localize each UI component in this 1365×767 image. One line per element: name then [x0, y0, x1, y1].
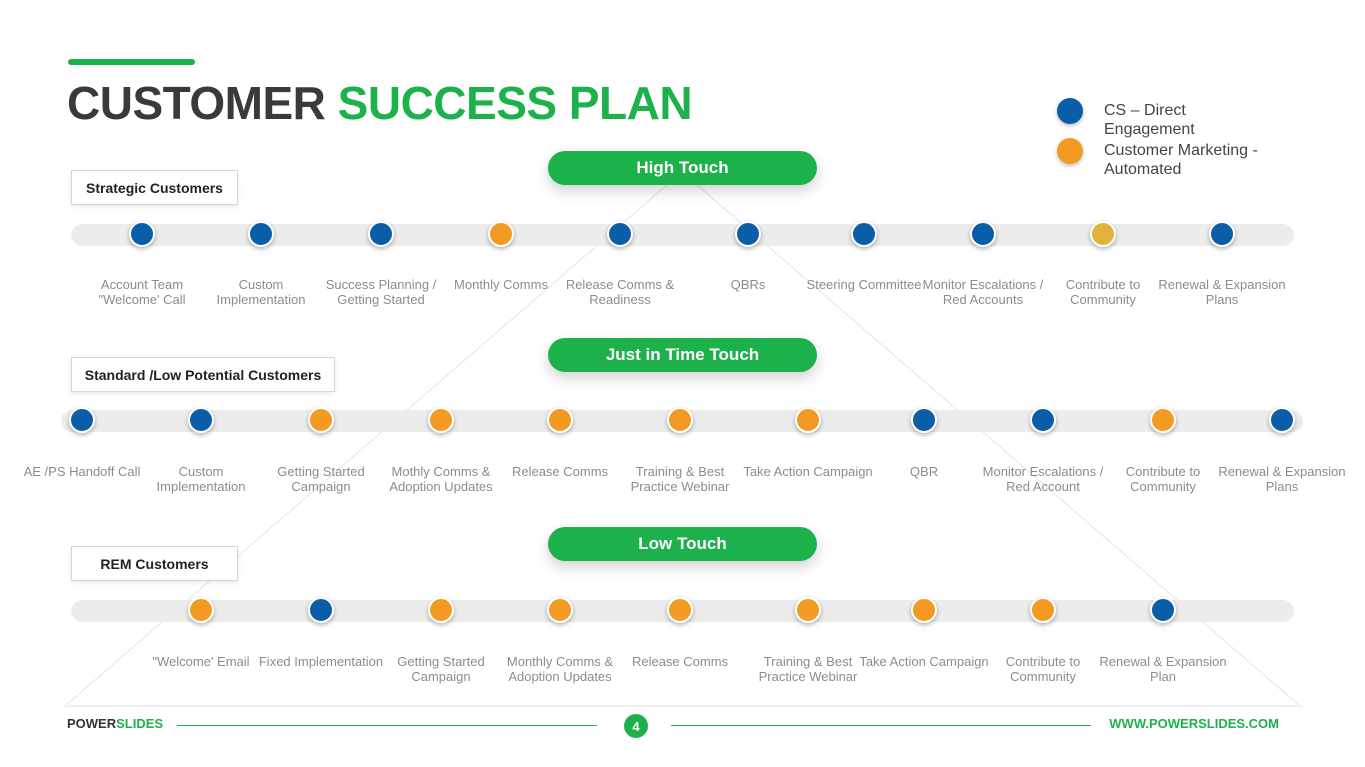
step-label: Renewal & Expansion Plans	[1218, 464, 1346, 494]
step-dot-direct	[911, 407, 937, 433]
footer-url[interactable]: WWW.POWERSLIDES.COM	[1109, 716, 1279, 731]
step-label: Custom Implementation	[216, 277, 306, 307]
step-dot-community	[1090, 221, 1116, 247]
title-accent-bar	[68, 59, 195, 65]
step-label: Contribute to Community	[1005, 654, 1081, 684]
legend-label: CS – Direct Engagement	[1104, 102, 1195, 138]
step-dot-direct	[248, 221, 274, 247]
step-label: Fixed Implementation	[258, 654, 384, 669]
footer-brand: POWERSLIDES	[67, 716, 163, 731]
step-label: Steering Committee	[806, 277, 922, 292]
step-label: QBRs	[730, 277, 766, 292]
step-label: Release Comms	[631, 654, 729, 669]
step-dot-automated	[488, 221, 514, 247]
step-dot-automated	[667, 597, 693, 623]
section-label-rem: REM Customers	[71, 546, 238, 581]
touch-pill-high: High Touch	[548, 151, 817, 185]
step-label: Monthly Comms	[454, 277, 548, 292]
step-label: Getting Started Campaign	[277, 464, 365, 494]
step-label: Monitor Escalations / Red Account	[982, 464, 1104, 494]
page-number: 4	[624, 714, 648, 738]
step-dot-direct	[851, 221, 877, 247]
blue-dot-icon	[1057, 98, 1083, 124]
step-dot-automated	[911, 597, 937, 623]
step-dot-automated	[795, 597, 821, 623]
step-dot-automated	[547, 407, 573, 433]
step-label: Custom Implementation	[156, 464, 246, 494]
step-dot-direct	[1030, 407, 1056, 433]
step-dot-automated	[547, 597, 573, 623]
step-label: AE /PS Handoff Call	[23, 464, 141, 479]
step-dot-direct	[129, 221, 155, 247]
step-dot-direct	[970, 221, 996, 247]
title-part-1: CUSTOMER	[67, 77, 326, 129]
step-label: Take Action Campaign	[859, 654, 989, 669]
legend-label: Customer Marketing - Automated	[1104, 142, 1258, 178]
step-dot-direct	[607, 221, 633, 247]
step-label: Account Team "Welcome' Call	[98, 277, 186, 307]
step-label: "Welcome' Email	[152, 654, 250, 669]
step-label: Getting Started Campaign	[397, 654, 485, 684]
step-dot-direct	[69, 407, 95, 433]
section-label-strategic: Strategic Customers	[71, 170, 238, 205]
step-label: Contribute to Community	[1065, 277, 1141, 307]
step-label: Take Action Campaign	[743, 464, 873, 479]
step-label: Release Comms	[511, 464, 609, 479]
step-label: Success Planning / Getting Started	[325, 277, 437, 307]
step-label: Release Comms & Readiness	[565, 277, 675, 307]
step-dot-automated	[1150, 407, 1176, 433]
step-dot-automated	[428, 407, 454, 433]
footer-brand-slides: SLIDES	[116, 716, 164, 731]
step-label: Mothly Comms & Adoption Updates	[389, 464, 493, 494]
footer-divider-left	[177, 725, 597, 726]
title-part-2: SUCCESS PLAN	[337, 77, 693, 129]
step-dot-direct	[308, 597, 334, 623]
step-dot-direct	[735, 221, 761, 247]
step-dot-automated	[188, 597, 214, 623]
footer-brand-power: POWER	[67, 716, 117, 731]
page-title: CUSTOMER SUCCESS PLAN	[67, 76, 693, 130]
step-label: Contribute to Community	[1125, 464, 1201, 494]
step-dot-direct	[1150, 597, 1176, 623]
step-dot-automated	[1030, 597, 1056, 623]
footer-divider-right	[671, 725, 1091, 726]
step-dot-automated	[667, 407, 693, 433]
step-dot-automated	[795, 407, 821, 433]
step-label: Training & Best Practice Webinar	[758, 654, 858, 684]
step-label: Training & Best Practice Webinar	[630, 464, 730, 494]
touch-pill-just-in-time: Just in Time Touch	[548, 338, 817, 372]
touch-pill-low: Low Touch	[548, 527, 817, 561]
step-label: QBR	[909, 464, 939, 479]
step-dot-direct	[368, 221, 394, 247]
step-dot-automated	[428, 597, 454, 623]
step-dot-direct	[1269, 407, 1295, 433]
section-label-standard: Standard /Low Potential Customers	[71, 357, 335, 392]
step-label: Monthly Comms & Adoption Updates	[506, 654, 614, 684]
step-dot-direct	[1209, 221, 1235, 247]
orange-dot-icon	[1057, 138, 1083, 164]
legend-item-automated: Customer Marketing - Automated	[1057, 138, 1274, 179]
step-label: Renewal & Expansion Plan	[1099, 654, 1227, 684]
step-label: Monitor Escalations / Red Accounts	[922, 277, 1044, 307]
legend-item-direct: CS – Direct Engagement	[1057, 98, 1274, 139]
step-dot-automated	[308, 407, 334, 433]
step-dot-direct	[188, 407, 214, 433]
step-label: Renewal & Expansion Plans	[1158, 277, 1286, 307]
